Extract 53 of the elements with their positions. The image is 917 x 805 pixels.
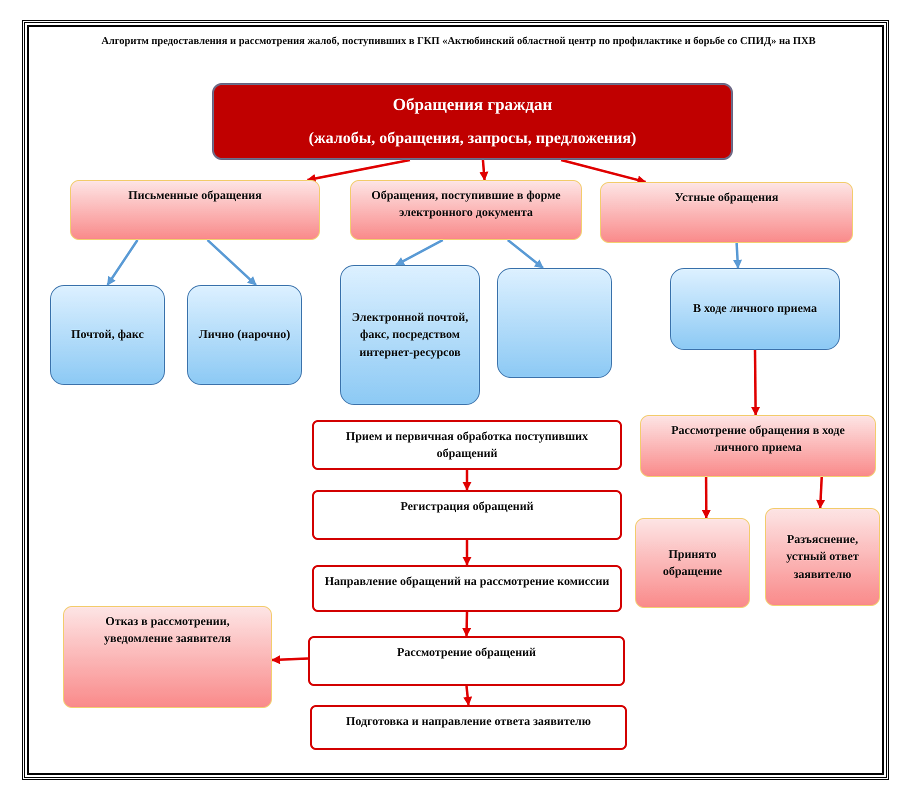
arrow (560, 158, 646, 184)
category-box (640, 415, 876, 477)
box-label: Лично (нарочно) (198, 326, 290, 344)
box-label: Рассмотрение обращений (397, 644, 536, 661)
process-box (312, 565, 622, 612)
box-label: Устные обращения (674, 189, 778, 206)
process-box (312, 420, 622, 470)
box-label: В ходе личного приема (693, 300, 817, 318)
channel-box (340, 265, 480, 405)
main-box (212, 83, 733, 160)
arrow (751, 350, 760, 416)
process-box (308, 636, 625, 686)
arrow (206, 239, 257, 286)
box-label: Почтой, факс (71, 326, 144, 344)
channel-box (50, 285, 165, 385)
box-label: Письменные обращения (128, 187, 262, 204)
arrow (462, 540, 472, 566)
arrow (733, 242, 742, 269)
arrow (306, 158, 410, 183)
box-label: Подготовка и направление ответа заявителю (346, 713, 591, 730)
arrow (271, 655, 308, 664)
box-label: Принято обращение (662, 546, 724, 580)
category-box (70, 180, 320, 240)
category-box (765, 508, 880, 606)
box-label: Электронной почтой, факс, посредством интернет-ресурсов (350, 308, 470, 361)
arrow (462, 612, 472, 637)
category-box (600, 182, 853, 243)
arrow (106, 239, 139, 286)
box-subtitle: (жалобы, обращения, запросы, предложения) (308, 128, 636, 148)
process-box (312, 490, 622, 540)
box-label: Отказ в рассмотрении, уведомление заявителя (102, 613, 232, 648)
channel-box (670, 268, 840, 350)
box-label: Обращения, поступившие в форме электронного документа (370, 187, 562, 222)
category-box (635, 518, 750, 608)
arrow (462, 470, 472, 491)
box-heading: Обращения граждан (392, 94, 552, 116)
arrow (395, 238, 444, 266)
box-label: Прием и первичная обработка поступивших обращений (344, 428, 590, 462)
box-label: Разъяснение, устный ответ заявителю (785, 530, 860, 583)
arrow (479, 160, 488, 181)
category-box (63, 606, 272, 708)
box-label: Направление обращений на рассмотрение комиссии (324, 573, 610, 590)
arrow (702, 477, 711, 519)
arrow (506, 239, 544, 269)
box-label: Рассмотрение обращения в ходе личного приема (670, 422, 846, 456)
process-box (310, 705, 627, 750)
diagram-title: Алгоритм предоставления и рассмотрения жалоб, поступивших в ГКП «Актюбинский областной центр по профилактике и борьбе со СПИД» на ПХВ (100, 36, 817, 47)
category-box (350, 180, 582, 240)
box-label: Регистрация обращений (400, 498, 534, 515)
arrow (816, 476, 826, 509)
empty-box (497, 268, 612, 378)
arrow (463, 686, 472, 706)
channel-box (187, 285, 302, 385)
